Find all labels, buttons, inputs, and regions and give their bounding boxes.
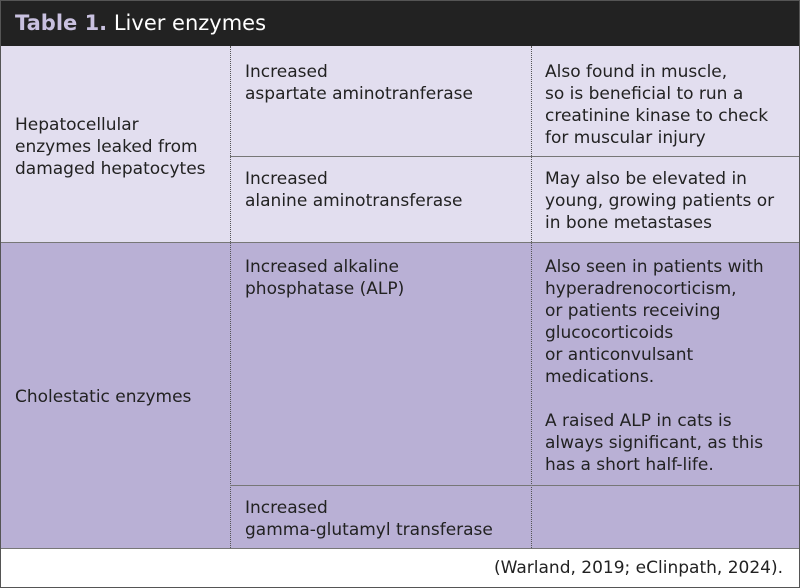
note-ast: Also found in muscle, so is beneficial t… <box>545 62 769 148</box>
column-divider <box>230 46 231 242</box>
note-alt: May also be elevated in young, growing p… <box>545 169 775 233</box>
enzyme-alt: Increased alanine aminotransferase <box>245 169 463 211</box>
hepatocellular-section: Hepatocellular enzymes leaked from damag… <box>1 46 799 243</box>
column-divider <box>531 46 532 242</box>
cholestatic-section: Cholestatic enzymes Increased alkaline p… <box>1 243 799 549</box>
category-hepatocellular: Hepatocellular enzymes leaked from damag… <box>15 115 206 179</box>
column-divider <box>230 243 231 548</box>
table-source-citation: (Warland, 2019; eClinpath, 2024). <box>1 549 799 587</box>
table-title-label: Table 1. <box>15 11 108 35</box>
row-divider <box>230 485 799 486</box>
enzyme-ggt: Increased gamma-glutamyl transferase <box>245 498 493 540</box>
table-title-text: Liver enzymes <box>113 11 267 35</box>
column-divider <box>531 243 532 548</box>
row-divider <box>230 156 799 157</box>
note-alp: Also seen in patients with hyperadrenoco… <box>545 257 764 475</box>
enzyme-alp: Increased alkaline phosphatase (ALP) <box>245 257 405 299</box>
enzyme-ast: Increased aspartate aminotranferase <box>245 62 473 104</box>
category-cholestatic: Cholestatic enzymes <box>15 387 192 407</box>
table-title: Table 1. Liver enzymes <box>1 1 799 46</box>
